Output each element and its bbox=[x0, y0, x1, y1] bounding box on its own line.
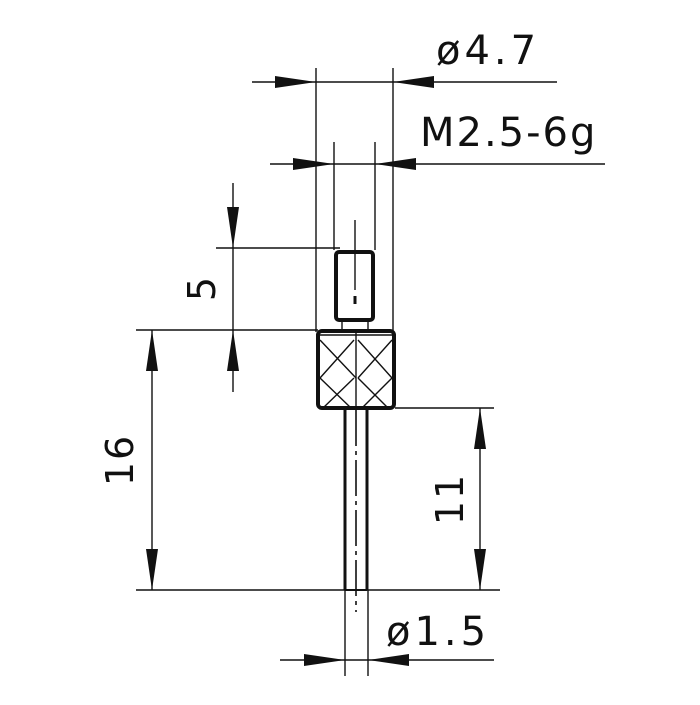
overall-length-label: 16 bbox=[98, 434, 142, 486]
shaft-length-dimension: 11 bbox=[395, 407, 494, 590]
thread-dimension: M2.5-6g bbox=[270, 110, 605, 250]
shaft bbox=[343, 408, 369, 612]
knurled-body bbox=[316, 329, 396, 410]
threaded-pin bbox=[334, 220, 375, 330]
overall-length-dimension: 16 bbox=[98, 329, 500, 591]
head-diameter-label: ø4.7 bbox=[436, 28, 540, 74]
thread-label: M2.5-6g bbox=[420, 110, 597, 156]
shaft-length-label: 11 bbox=[428, 473, 472, 525]
head-diameter-dimension: ø4.7 bbox=[252, 28, 557, 332]
thread-length-label: 5 bbox=[180, 277, 224, 301]
shaft-diameter-label: ø1.5 bbox=[386, 609, 490, 655]
thread-length-dimension: 5 bbox=[180, 183, 340, 392]
shaft-diameter-dimension: ø1.5 bbox=[280, 590, 494, 676]
